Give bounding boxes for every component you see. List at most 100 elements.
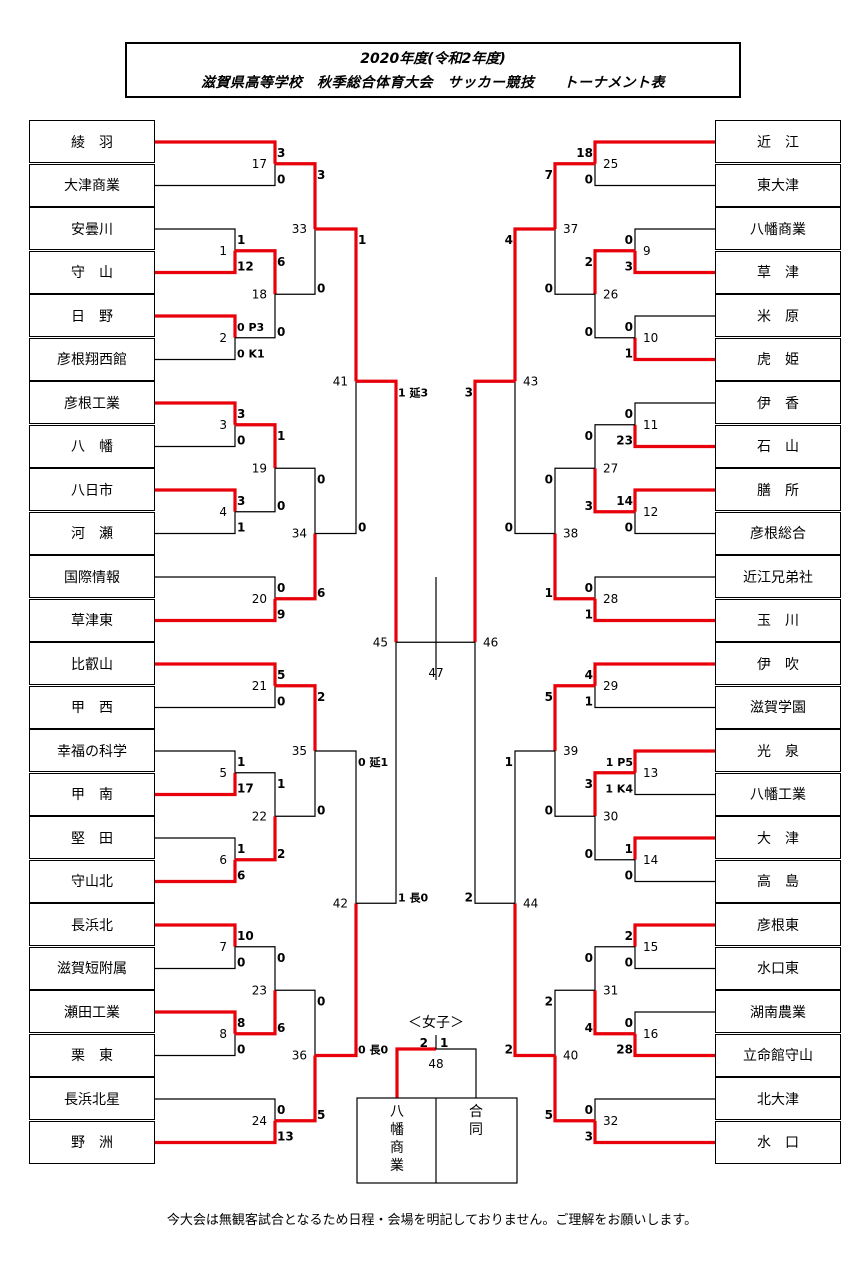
match-27-bottom-branch [593,468,635,514]
title-line-2: 滋賀県高等学校 秋季総合体育大会 サッカー競技 トーナメント表 [201,75,665,91]
match-41-bottom-branch [315,381,357,535]
score-27-bottom: 3 [585,499,593,513]
score-7-bottom: 0 [237,956,245,970]
team-right-21: 湖南農業 [715,990,841,1033]
score-14-bottom: 0 [625,869,633,883]
score-29-bottom: 1 [585,695,593,709]
team-left-10: 河 瀬 [29,511,155,555]
match-number-21: 21 [252,679,267,693]
team-right-19: 彦根東 [715,903,841,946]
match-24-bottom-branch [155,1120,277,1145]
match-number-43: 43 [523,374,538,388]
score-28-top: 0 [585,581,593,595]
match-38-top-branch [554,467,595,534]
match-number-13: 13 [643,766,658,780]
match-3-top-branch [155,401,237,425]
score-9-top: 0 [625,233,633,247]
match-39-bottom-branch [554,751,595,817]
score-41-top: 1 [358,233,366,247]
match-20-top-branch [155,576,276,599]
match-number-19: 19 [252,461,267,475]
score-31-top: 0 [585,951,593,965]
score-23-bottom: 6 [277,1021,285,1035]
match-12-bottom-branch [634,511,715,535]
match-4-bottom-branch [155,511,236,535]
score-23-top: 0 [277,951,285,965]
match-number-29: 29 [603,679,618,693]
team-left-8: 八 幡 [29,424,155,468]
score-5-top: 1 [237,755,245,769]
match-10-top-branch [634,315,715,338]
match-29-bottom-branch [594,685,715,709]
match-42-bottom-branch [315,903,358,1058]
score-36-bottom: 5 [317,1108,325,1122]
match-15-bottom-branch [634,946,715,970]
score-13-top: 1 P5 [606,756,633,769]
match-10-bottom-branch [633,337,715,362]
match-45-bottom-branch [356,642,397,904]
match-number-28: 28 [603,592,618,606]
match-17-top-branch [155,140,277,164]
match-14-bottom-branch [634,859,715,883]
score-6-bottom: 6 [237,869,245,883]
match-number-7: 7 [219,940,227,954]
score-32-bottom: 3 [585,1130,593,1144]
score-37-bottom: 0 [545,281,553,295]
team-left-15: 幸福の科学 [29,729,155,772]
score-41-bottom: 0 [358,521,366,535]
match-number-48: 48 [428,1057,443,1071]
score-48-left: 2 [420,1036,428,1050]
score-18-bottom: 0 [277,325,285,339]
match-5-top-branch [155,750,236,773]
match-6-top-branch [155,837,236,860]
score-43-top: 4 [505,233,513,247]
score-17-bottom: 0 [277,173,285,187]
match-8-bottom-branch [155,1033,236,1057]
team-right-24: 水 口 [715,1120,841,1164]
score-29-top: 4 [585,668,593,682]
match-37-top-branch [553,162,595,229]
score-22-bottom: 2 [277,847,285,861]
match-35-bottom-branch [275,751,316,817]
match-19-top-branch [235,423,277,469]
team-right-11: 近江兄弟社 [715,555,841,598]
match-11-top-branch [634,402,715,425]
match-41-top-branch [315,227,358,382]
team-left-22: 栗 東 [29,1033,155,1077]
match-31-bottom-branch [593,990,635,1036]
match-9-top-branch [634,228,715,251]
match-23-top-branch [235,946,276,991]
score-26-top: 2 [585,255,593,269]
match-number-1: 1 [219,244,227,258]
team-left-1: 綾 羽 [29,120,155,163]
score-44-bottom: 2 [505,1043,513,1057]
match-7-top-branch [155,923,237,947]
match-18-top-branch [235,249,277,295]
score-12-top: 14 [616,494,633,508]
score-24-top: 0 [277,1103,285,1117]
score-35-top: 2 [317,690,325,704]
girls-team-box [356,1097,518,1184]
score-9-bottom: 3 [625,260,633,274]
match-number-6: 6 [219,853,227,867]
match-7-bottom-branch [155,946,236,970]
score-40-top: 2 [545,994,553,1008]
girls-label: ＜女子＞ [408,1014,464,1031]
title-line-1: 2020年度(令和2年度) [360,51,506,67]
score-42-bottom: 0 長0 [358,1044,388,1057]
team-left-16: 甲 南 [29,772,155,816]
score-30-bottom: 0 [585,847,593,861]
match-number-42: 42 [333,896,348,910]
match-27-top-branch [594,424,635,469]
team-left-18: 守山北 [29,859,155,903]
team-right-18: 高 島 [715,859,841,903]
score-17-top: 3 [277,146,285,160]
match-number-9: 9 [643,244,651,258]
score-8-top: 8 [237,1016,245,1030]
score-39-top: 5 [545,690,553,704]
match-36-top-branch [275,989,316,1056]
score-19-top: 1 [277,429,285,443]
match-1-bottom-branch [155,250,237,275]
score-46-bottom: 2 [465,890,473,904]
team-right-6: 虎 姫 [715,337,841,381]
